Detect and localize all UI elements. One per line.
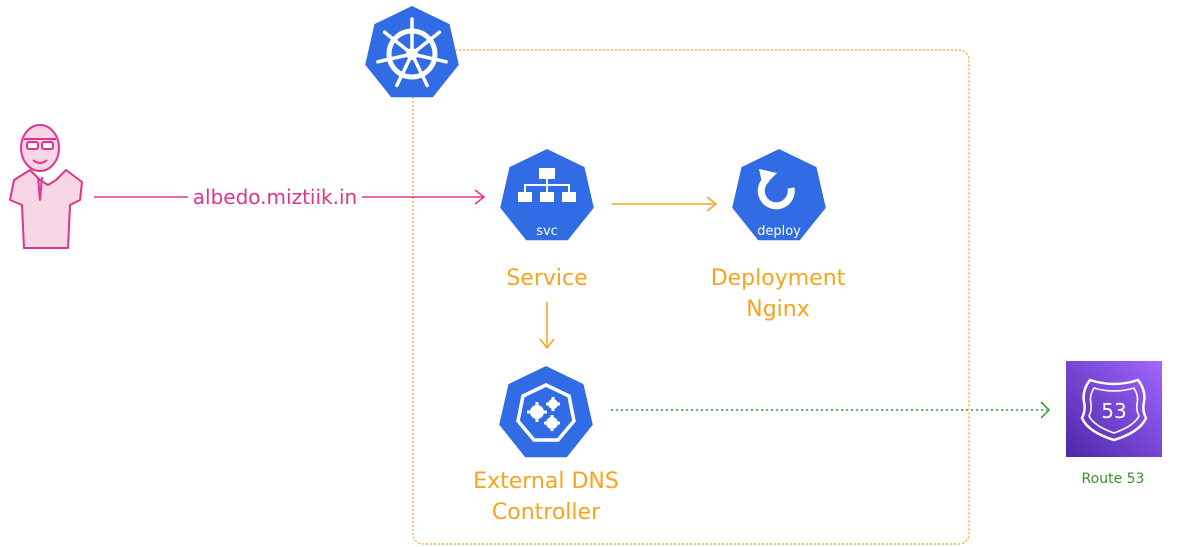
deployment-label-line1: Deployment (711, 266, 846, 291)
external-dns-icon (499, 366, 593, 458)
deployment-label-line2: Nginx (746, 297, 810, 322)
external-dns-label-line2: Controller (492, 500, 601, 525)
service-to-dns-arrow (539, 302, 555, 350)
deployment-icon (732, 149, 826, 241)
route53-icon (1066, 361, 1162, 457)
kubernetes-helm-icon (365, 6, 459, 98)
route53-badge: 53 (1101, 399, 1126, 423)
rotate-arrow-icon (757, 169, 795, 210)
person-icon (9, 124, 83, 249)
external-dns-label-line1: External DNS (473, 469, 619, 494)
service-to-deployment-arrow (612, 196, 718, 212)
service-icon (500, 149, 594, 241)
service-badge: svc (536, 224, 558, 239)
request-host-label: albedo.miztiik.in (193, 185, 357, 209)
network-hierarchy-icon (518, 168, 576, 202)
service-label: Service (506, 266, 587, 291)
cluster-boundary (412, 49, 970, 545)
deployment-badge: deploy (757, 224, 801, 239)
dns-to-route53-arrow (611, 401, 1051, 419)
user-to-service-arrow (94, 189, 486, 205)
route53-label: Route 53 (1082, 471, 1145, 487)
shield-badge-icon (1080, 378, 1148, 442)
gears-icon (527, 397, 560, 431)
